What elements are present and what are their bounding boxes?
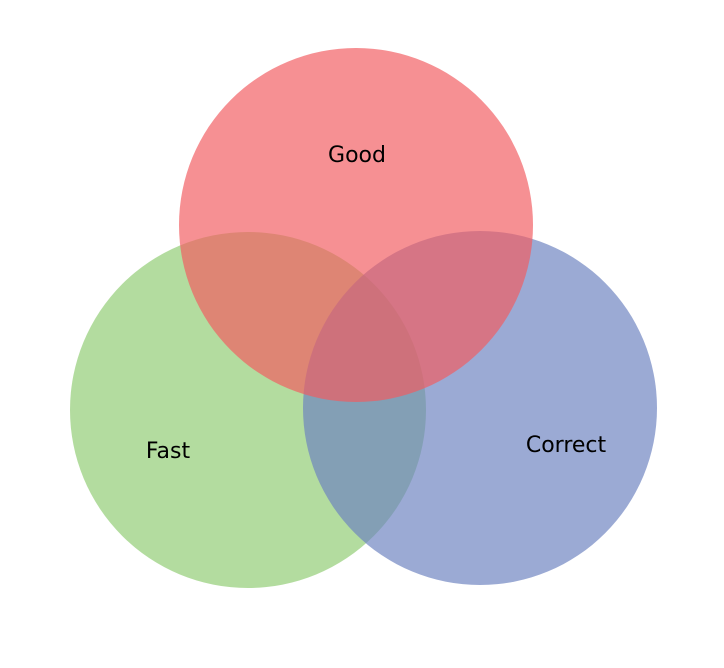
venn-labels: Good Fast Correct xyxy=(146,143,607,464)
correct-label: Correct xyxy=(526,433,607,458)
good-circle xyxy=(179,48,533,402)
good-label: Good xyxy=(328,143,386,168)
venn-circles xyxy=(70,48,657,588)
fast-label: Fast xyxy=(146,439,191,464)
